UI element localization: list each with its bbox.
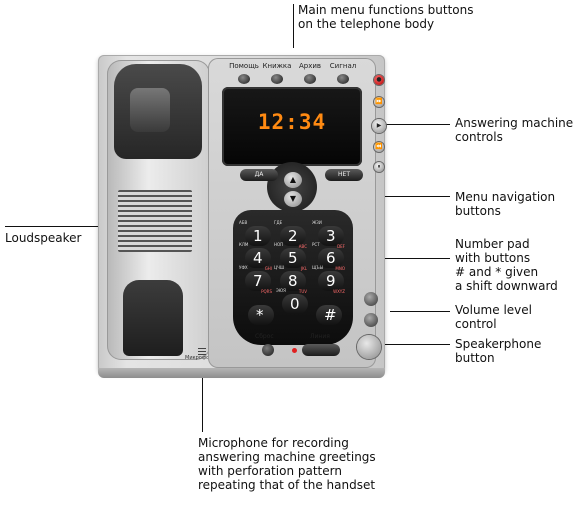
key-digit: 9 (326, 272, 336, 290)
key-cyrillic-letters: НОП (274, 242, 284, 247)
key-0[interactable]: 0 ЭЮЯ (276, 288, 308, 314)
key-digit: 0 (290, 295, 300, 313)
key-3[interactable]: 3 ЖЗИ DEF (312, 220, 345, 249)
callout-speakerphone: Speakerphone button (455, 337, 542, 365)
leader-answering (383, 124, 450, 125)
key-cyrillic-letters: РСТ (312, 242, 320, 247)
lcd-display (222, 87, 362, 166)
key-1[interactable]: 1 АБВ (239, 220, 271, 246)
rewind-icon: ⏪ (375, 143, 383, 150)
fast-forward-button[interactable]: ⏩ (374, 97, 384, 107)
key-cyrillic-letters: ЩЪЫ (312, 265, 324, 270)
key-5[interactable]: 5 НОП JKL (274, 242, 307, 271)
archive-button[interactable] (304, 74, 316, 84)
leader-number-pad (350, 258, 450, 259)
key-cyrillic-letters: ЖЗИ (312, 220, 322, 225)
display-time: 12:34 (257, 110, 327, 134)
key-latin-letters: DEF (337, 244, 345, 249)
reset-label: Сброс (255, 333, 274, 340)
key-digit: 3 (326, 227, 336, 245)
help-button[interactable] (238, 74, 250, 84)
key-6[interactable]: 6 РСТ MNO (312, 242, 345, 271)
callout-answering-machine: Answering machine controls (455, 116, 574, 144)
key-digit: 4 (253, 249, 263, 267)
leader-loudspeaker (5, 226, 115, 227)
signal-button[interactable] (337, 74, 349, 84)
handset-mouthpiece-end[interactable] (123, 280, 183, 356)
leader-main-menu (293, 4, 294, 48)
play-button[interactable]: ▶ (372, 119, 386, 133)
microphone-perforation (198, 348, 206, 356)
key-7[interactable]: 7 УФХ PQRS (239, 265, 272, 294)
line-label: Линия (310, 333, 330, 340)
key-hash[interactable]: # (316, 305, 342, 325)
key-cyrillic-letters: ЦЧШ (274, 265, 285, 270)
callout-volume: Volume level control (455, 303, 532, 331)
leader-volume (390, 311, 450, 312)
telephone-base-edge (98, 368, 385, 378)
key-latin-letters: PQRS (261, 289, 272, 294)
key-latin-letters: GHI (264, 266, 272, 271)
volume-down-button[interactable] (364, 313, 378, 327)
speakerphone-button[interactable] (357, 335, 381, 359)
key-digit: 7 (253, 272, 263, 290)
menu-label-signal: Сигнал (329, 62, 357, 70)
key-cyrillic-letters: УФХ (239, 265, 248, 270)
key-latin-letters: JKL (300, 266, 307, 271)
key-latin-letters: TUV (298, 289, 307, 294)
nav-down-button[interactable]: ▼ (284, 191, 302, 207)
arrow-down-icon: ▼ (289, 194, 297, 203)
no-button[interactable]: НЕТ (325, 169, 363, 181)
leader-microphone (202, 370, 203, 432)
key-4[interactable]: 4 КЛМ GHI (239, 242, 272, 271)
record-button[interactable]: ● (374, 75, 384, 85)
key-digit: 6 (326, 249, 336, 267)
key-cyrillic-letters: ГДЕ (274, 220, 283, 225)
callout-number-pad: Number pad with buttons # and * given a … (455, 237, 558, 293)
key-cyrillic-letters: ЭЮЯ (276, 288, 286, 293)
key-digit: * (256, 306, 264, 324)
line-indicator-led (292, 348, 297, 353)
menu-label-help: Помощь (229, 62, 259, 70)
pause-icon: ⏸ (377, 163, 381, 170)
menu-label-archive: Архив (298, 62, 322, 70)
reset-button[interactable] (262, 344, 274, 356)
callout-main-menu: Main menu functions buttons on the telep… (298, 3, 474, 31)
earpiece-icon (130, 88, 170, 132)
arrow-up-icon: ▲ (289, 175, 297, 184)
key-latin-letters: MNO (335, 266, 345, 271)
rewind-button[interactable]: ⏪ (374, 142, 384, 152)
yes-button[interactable]: ДА (240, 169, 278, 181)
volume-up-button[interactable] (364, 292, 378, 306)
key-cyrillic-letters: КЛМ (239, 242, 249, 247)
line-button[interactable] (302, 344, 340, 356)
menu-label-phonebook: Книжка (262, 62, 292, 70)
key-digit: 1 (253, 227, 263, 245)
callout-menu-navigation: Menu navigation buttons (455, 190, 556, 218)
key-digit: 2 (288, 227, 298, 245)
fast-forward-icon: ⏩ (375, 98, 383, 105)
key-latin-letters: WXYZ (333, 289, 345, 294)
phonebook-button[interactable] (271, 74, 283, 84)
loudspeaker-grille (118, 190, 192, 252)
record-icon: ● (376, 76, 382, 83)
key-cyrillic-letters: АБВ (239, 220, 248, 225)
key-star[interactable]: * (248, 305, 274, 325)
callout-microphone: Microphone for recording answering machi… (198, 436, 376, 492)
key-digit: 5 (288, 249, 298, 267)
play-icon: ▶ (376, 122, 382, 129)
key-digit: 8 (288, 272, 298, 290)
callout-loudspeaker: Loudspeaker (5, 231, 82, 245)
pause-button[interactable]: ⏸ (374, 162, 384, 172)
microphone-label: Микрофон (185, 355, 213, 361)
leader-speakerphone (385, 344, 450, 345)
key-latin-letters: ABC (298, 244, 307, 249)
key-digit: # (324, 306, 337, 324)
nav-up-button[interactable]: ▲ (284, 172, 302, 188)
key-2[interactable]: 2 ГДЕ ABC (274, 220, 307, 249)
